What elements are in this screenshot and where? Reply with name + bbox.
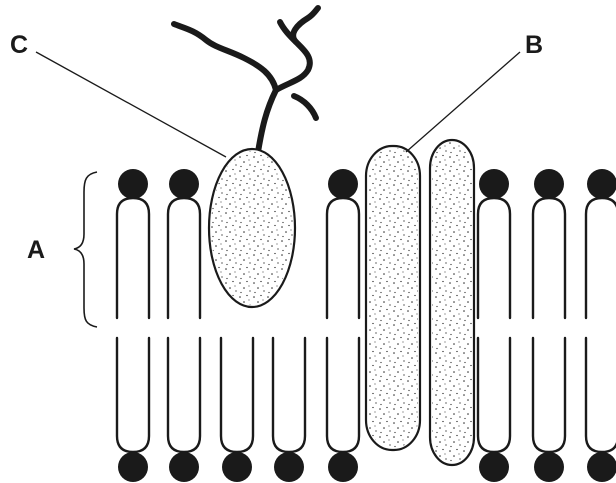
phospholipid-tail xyxy=(221,338,253,452)
integral-protein-2-stipple xyxy=(432,142,472,463)
phospholipid-head xyxy=(328,452,358,482)
phospholipid-head xyxy=(118,452,148,482)
phospholipid-head xyxy=(587,169,616,199)
phospholipid-head xyxy=(479,452,509,482)
phospholipid-head xyxy=(328,169,358,199)
phospholipid-head xyxy=(274,452,304,482)
label-a: A xyxy=(27,236,45,264)
phospholipid-tail xyxy=(533,198,565,318)
phospholipid-tail xyxy=(586,338,616,452)
phospholipid-tail xyxy=(168,198,200,318)
phospholipid-head xyxy=(169,169,199,199)
phospholipid-tail xyxy=(273,338,305,452)
phospholipid-tail xyxy=(168,338,200,452)
bilayer-brace xyxy=(74,172,97,327)
phospholipid-head xyxy=(587,452,616,482)
phospholipid-tail xyxy=(327,338,359,452)
carbohydrate-chain xyxy=(174,8,318,152)
phospholipid-head xyxy=(479,169,509,199)
phospholipid-tail xyxy=(478,338,510,452)
phospholipid-tail xyxy=(117,338,149,452)
leader-line-c xyxy=(36,52,226,157)
leader-line-b xyxy=(406,52,520,152)
phospholipid-head xyxy=(118,169,148,199)
phospholipid-tail xyxy=(586,198,616,318)
integral-protein-stipple xyxy=(368,148,418,448)
label-c: C xyxy=(10,31,28,59)
phospholipid-tail xyxy=(327,198,359,318)
phospholipid-head xyxy=(222,452,252,482)
glycoprotein-stipple xyxy=(211,151,293,305)
phospholipid-tail xyxy=(478,198,510,318)
phospholipid-tail xyxy=(117,198,149,318)
phospholipid-head xyxy=(169,452,199,482)
phospholipid-tail xyxy=(533,338,565,452)
label-b: B xyxy=(525,31,543,59)
phospholipid-head xyxy=(534,452,564,482)
phospholipid-head xyxy=(534,169,564,199)
